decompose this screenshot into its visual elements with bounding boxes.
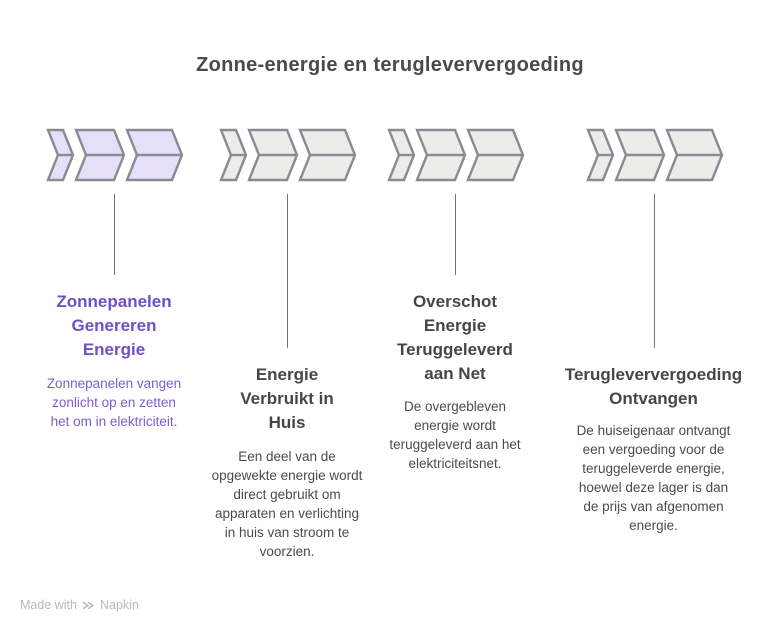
- made-with-text: Made with: [20, 598, 77, 612]
- connector-line: [287, 194, 288, 348]
- triple-chevron-right-icon: [585, 128, 723, 182]
- napkin-logo-icon: [82, 601, 94, 609]
- step-description: De huiseigenaar ontvangt een vergoeding …: [576, 423, 731, 533]
- footer-watermark: Made with Napkin: [20, 598, 139, 612]
- step-title: Energie Verbruikt in Huis: [240, 365, 334, 432]
- step-description: De overgebleven energie wordt teruggelev…: [389, 399, 521, 471]
- step-title: Overschot Energie Teruggeleverd aan Net: [397, 292, 513, 383]
- connector-line: [455, 194, 456, 275]
- triple-chevron-right-icon: [387, 128, 525, 182]
- page-title: Zonne-energie en terugleververgoeding: [196, 54, 584, 76]
- connector-line: [653, 194, 655, 348]
- step-description: Zonnepanelen vangen zonlicht op en zette…: [46, 376, 182, 429]
- step-title: Zonnepanelen Genereren Energie: [56, 292, 172, 359]
- triple-chevron-right-icon: [46, 128, 184, 182]
- step-description: Een deel van de opgewekte energie wordt …: [211, 449, 363, 559]
- connector-line: [114, 194, 115, 275]
- brand-name: Napkin: [99, 598, 139, 612]
- step-title: Terugleververgoeding Ontvangen: [564, 365, 743, 408]
- triple-chevron-right-icon: [219, 128, 357, 182]
